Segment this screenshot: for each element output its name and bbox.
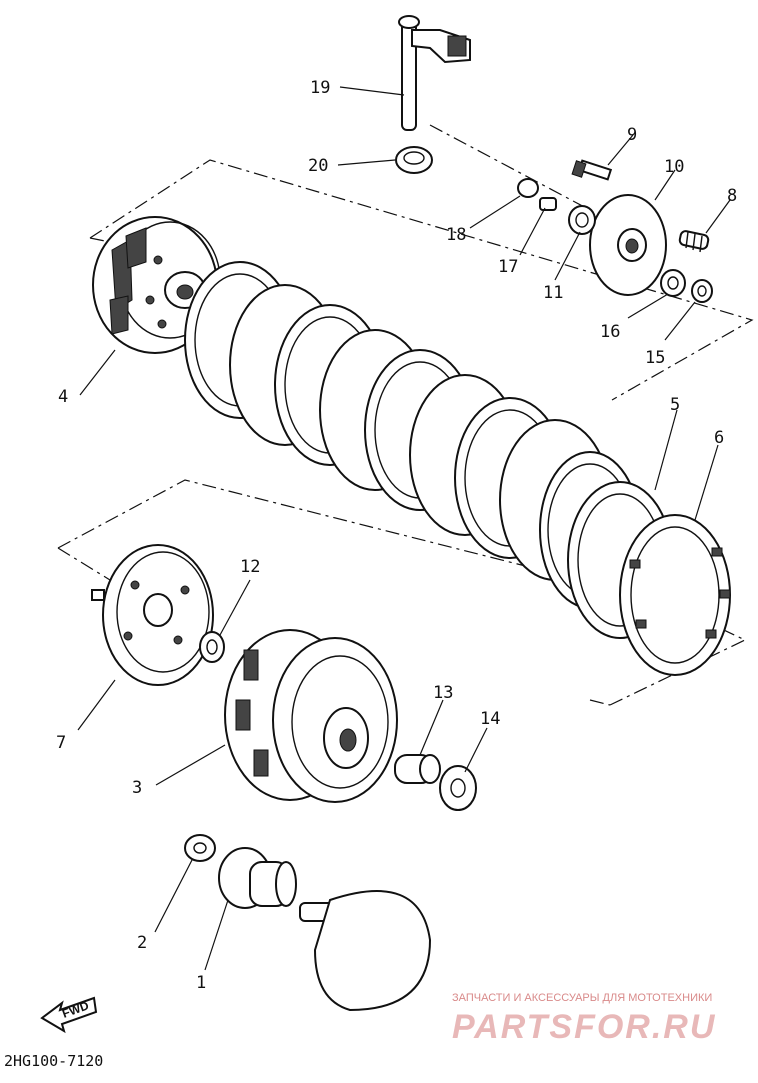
diagram-code: 2HG100-7120 — [4, 1052, 103, 1070]
part-8-spring — [678, 230, 710, 253]
callout-1: 1 — [196, 973, 206, 993]
part-10-pressure-plate — [589, 194, 667, 296]
callout-13: 13 — [433, 683, 453, 703]
leader-lines — [77, 86, 731, 971]
callout-4: 4 — [58, 387, 68, 407]
watermark-tagline: ЗАПЧАСТИ И АКСЕССУАРЫ ДЛЯ МОТОТЕХНИКИ — [452, 992, 712, 1004]
part-17-push-piece — [539, 197, 557, 211]
part-11-bearing — [568, 205, 596, 235]
part-2-nut — [184, 834, 216, 862]
part-16-nut — [660, 269, 686, 297]
callout-3: 3 — [132, 778, 142, 798]
part-6-clutch-plate — [619, 514, 731, 676]
crank-cover — [299, 890, 432, 1012]
part-13-collar — [394, 754, 441, 784]
callout-2: 2 — [137, 933, 147, 953]
callout-19: 19 — [310, 78, 330, 98]
part-14-thrust-washer — [439, 765, 477, 811]
callout-17: 17 — [498, 257, 518, 277]
callout-18: 18 — [446, 225, 466, 245]
callout-8: 8 — [727, 186, 737, 206]
callout-16: 16 — [600, 322, 620, 342]
callout-11: 11 — [543, 283, 563, 303]
callout-5: 5 — [670, 395, 680, 415]
callout-labels: 19 20 4 5 6 7 3 9 10 8 11 17 18 16 15 12… — [56, 78, 737, 993]
callout-6: 6 — [714, 428, 724, 448]
fwd-arrow-icon: FWD — [40, 996, 98, 1034]
callout-10: 10 — [664, 157, 684, 177]
clutch-plates-stack — [184, 261, 641, 609]
part-9-bolt — [571, 159, 613, 181]
part-18-ball — [517, 178, 539, 198]
callout-20: 20 — [308, 156, 328, 176]
callout-12: 12 — [240, 557, 260, 577]
part-7-primary-plate — [91, 544, 214, 686]
part-20-oil-seal — [395, 146, 433, 174]
part-12-washer — [199, 631, 225, 663]
callout-9: 9 — [627, 125, 637, 145]
part-3-clutch-boss — [224, 629, 398, 803]
callout-7: 7 — [56, 733, 66, 753]
part-1-primary-drive-gear — [218, 847, 297, 909]
part-19-push-lever — [398, 15, 471, 131]
watermark-logo: PARTSFOR.RU — [452, 1008, 716, 1046]
part-15-washer — [691, 279, 713, 303]
callout-14: 14 — [480, 709, 500, 729]
callout-15: 15 — [645, 348, 665, 368]
watermark: ЗАПЧАСТИ И АКСЕССУАРЫ ДЛЯ МОТОТЕХНИКИ PA… — [452, 992, 716, 1046]
